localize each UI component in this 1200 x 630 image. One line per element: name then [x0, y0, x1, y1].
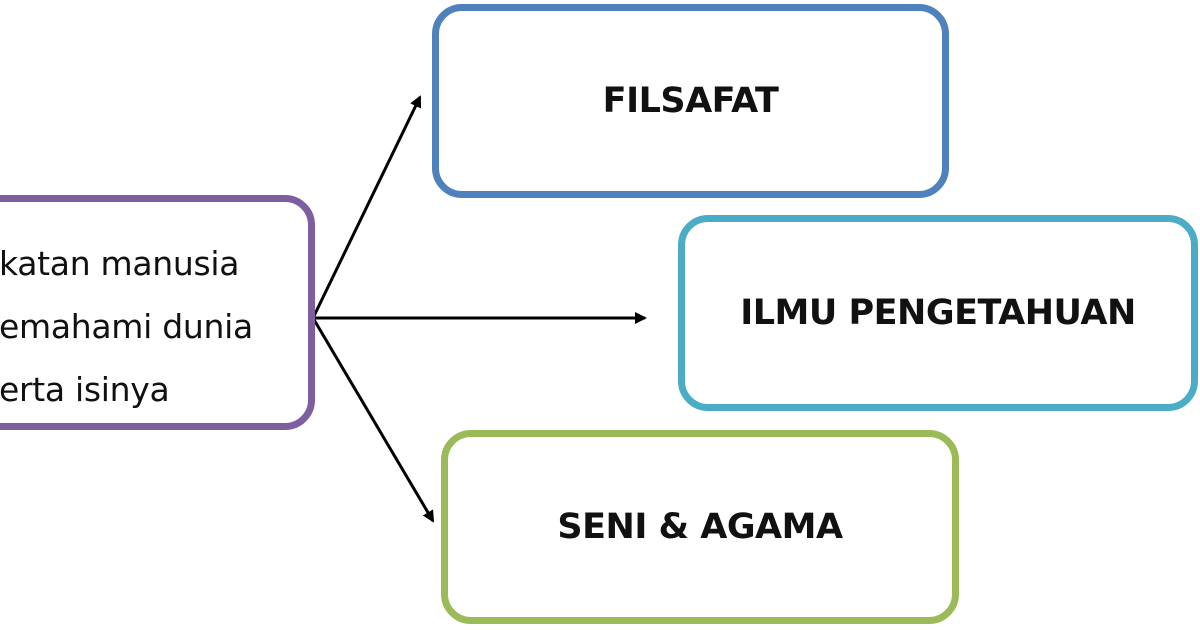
arrow-to-filsafat — [311, 95, 422, 319]
source-line-1: katan manusia — [0, 244, 240, 283]
source-text: katan manusia emahami dunia erta isinya — [0, 232, 253, 421]
node-seni-agama: SENI & AGAMA — [441, 430, 959, 624]
node-ilmu-pengetahuan-label: ILMU PENGETAHUAN — [740, 293, 1136, 333]
node-filsafat: FILSAFAT — [432, 4, 949, 198]
source-line-3: erta isinya — [0, 370, 170, 409]
node-seni-agama-label: SENI & AGAMA — [557, 507, 843, 547]
source-node: katan manusia emahami dunia erta isinya — [0, 195, 315, 430]
node-ilmu-pengetahuan: ILMU PENGETAHUAN — [678, 215, 1198, 411]
node-filsafat-label: FILSAFAT — [602, 81, 779, 121]
arrow-to-seni-agama — [311, 317, 435, 523]
source-line-2: emahami dunia — [0, 307, 253, 346]
